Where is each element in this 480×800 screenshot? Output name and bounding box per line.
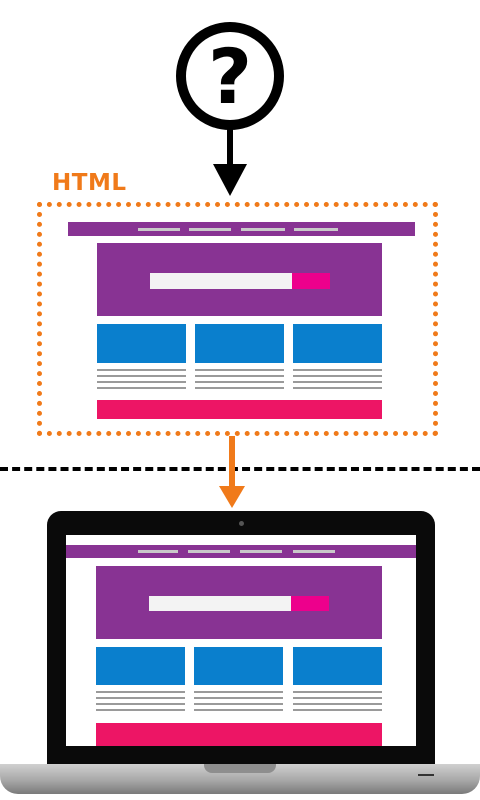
mockup-text-line xyxy=(293,703,382,705)
mockup-text-line xyxy=(293,387,382,389)
mockup-nav-link xyxy=(240,550,282,553)
mockup-text-line xyxy=(293,709,382,711)
laptop-indicator xyxy=(418,774,434,776)
mockup-footer xyxy=(96,723,382,746)
down-arrow-icon xyxy=(213,164,247,196)
mockup-text-line xyxy=(293,381,382,383)
mockup-text-line xyxy=(194,709,283,711)
mockup-text-line xyxy=(97,387,186,389)
mockup-card xyxy=(293,324,382,363)
mockup-text-line xyxy=(97,375,186,377)
mockup-card xyxy=(293,647,382,685)
mockup-text-line xyxy=(96,703,185,705)
dashed-separator xyxy=(0,467,480,471)
mockup-text-line xyxy=(195,381,284,383)
orange-arrow-stem xyxy=(229,436,235,488)
mockup-text-line xyxy=(293,375,382,377)
mockup-text-line xyxy=(195,387,284,389)
mockup-nav-link xyxy=(293,550,335,553)
mockup-text-line xyxy=(97,381,186,383)
mockup-hero xyxy=(96,566,382,639)
html-label: HTML xyxy=(52,170,127,196)
mockup-text-line xyxy=(96,697,185,699)
mockup-text-line xyxy=(96,691,185,693)
mockup-footer xyxy=(97,400,382,419)
mockup-text-line xyxy=(194,691,283,693)
mockup-text-line xyxy=(96,709,185,711)
mockup-text-line xyxy=(293,369,382,371)
mockup-hero xyxy=(97,243,382,316)
html-dotted-frame xyxy=(37,202,438,436)
mockup-search-field xyxy=(149,596,291,611)
mockup-text-line xyxy=(293,691,382,693)
question-mark-icon: ? xyxy=(207,31,253,121)
mockup-nav-bar xyxy=(66,545,416,558)
mockup-nav-link xyxy=(138,550,178,553)
mockup-text-line xyxy=(293,697,382,699)
mockup-nav-link xyxy=(189,228,231,231)
mockup-text-line xyxy=(195,375,284,377)
mockup-card xyxy=(194,647,283,685)
mockup-search-button xyxy=(291,596,329,611)
mockup-nav-link xyxy=(294,228,338,231)
mockup-search-button xyxy=(292,273,330,289)
laptop-notch xyxy=(204,764,276,773)
camera-icon xyxy=(239,521,244,526)
html-mockup xyxy=(68,222,415,422)
orange-down-arrow-icon xyxy=(219,486,245,508)
mockup-nav-link xyxy=(138,228,180,231)
question-bubble xyxy=(176,22,284,130)
mockup-card xyxy=(97,324,186,363)
laptop-screen xyxy=(66,535,416,746)
mockup-search-field xyxy=(150,273,292,289)
mockup-text-line xyxy=(195,369,284,371)
mockup-card xyxy=(195,324,284,363)
mockup-text-line xyxy=(97,369,186,371)
mockup-nav-link xyxy=(188,550,230,553)
mockup-nav-bar xyxy=(68,222,415,236)
down-arrow-stem xyxy=(227,128,233,168)
mockup-nav-link xyxy=(241,228,285,231)
mockup-text-line xyxy=(194,703,283,705)
mockup-card xyxy=(96,647,185,685)
mockup-text-line xyxy=(194,697,283,699)
